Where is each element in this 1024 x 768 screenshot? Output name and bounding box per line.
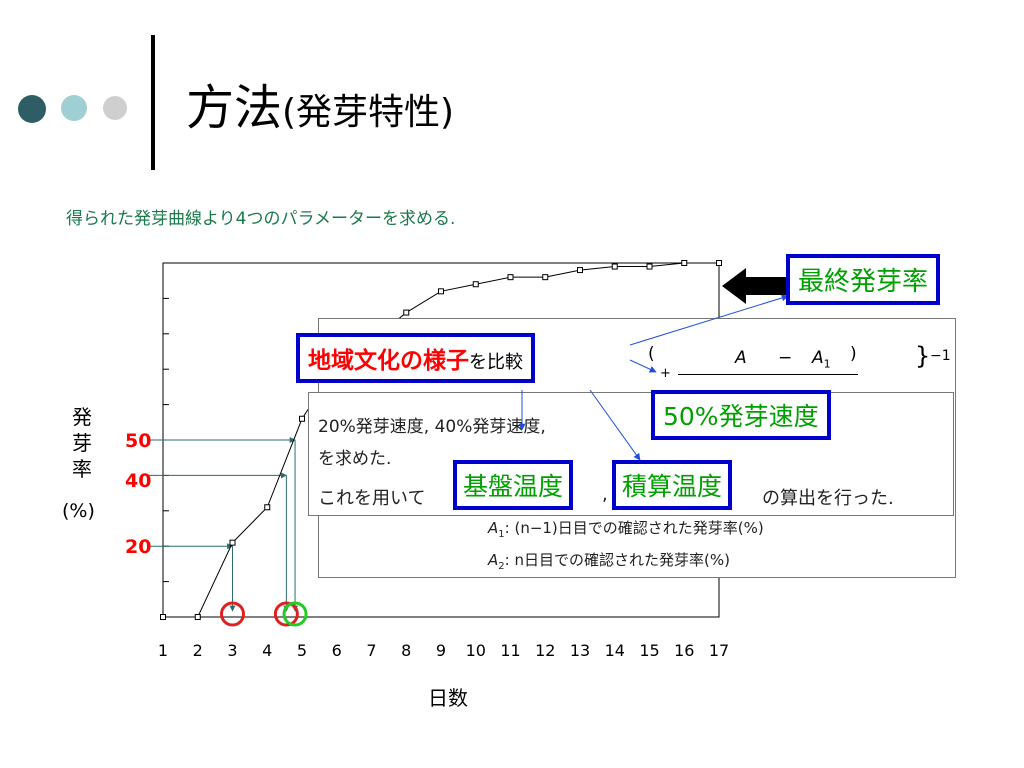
callout-base-temp-text: 基盤温度 (463, 472, 564, 501)
arrow-to-accum-temp (589, 389, 641, 461)
x-tick-label: 13 (569, 641, 591, 660)
y-tick-label-50: 50 (125, 430, 152, 452)
data-point (229, 539, 236, 546)
data-point (577, 267, 583, 274)
formula-A: A (735, 348, 747, 368)
callout-final-rate: 最終発芽率 (786, 254, 941, 305)
formula-exponent: −1 (930, 348, 951, 364)
data-point (194, 614, 201, 620)
bracket-left: ( (648, 344, 655, 364)
x-tick-label: 15 (639, 641, 660, 660)
x-tick-label: 14 (604, 641, 625, 660)
x-tick-label: 11 (500, 641, 521, 660)
data-point (716, 260, 722, 266)
formula-expression: ( A − A1 ) + } −1 (620, 342, 951, 394)
y-label-char-1: 発 (72, 405, 92, 429)
title-divider (151, 35, 155, 170)
day-circle-40 (273, 601, 299, 627)
callout-rate50-text: 50%発芽速度 (663, 402, 819, 431)
x-tick-label: 7 (366, 641, 377, 660)
bracket-right: ) (850, 344, 857, 364)
data-point (472, 281, 479, 288)
y-tick-label-40: 40 (125, 470, 152, 492)
formula-A1: A1 (812, 348, 831, 370)
callout-regional-red: 地域文化の様子 (308, 348, 469, 374)
fraction-bar (678, 374, 858, 375)
y-axis-label: 発 芽 率 (70, 404, 94, 482)
definition-a2: A2: n日目での確認された発芽率(%) (488, 549, 730, 572)
data-point (299, 415, 305, 422)
data-point (542, 274, 549, 281)
def-a2-text: : n日目での確認された発芽率(%) (504, 551, 730, 569)
x-tick-label: 10 (465, 641, 486, 660)
x-tick-label: 17 (708, 641, 730, 660)
callout-base-temp: 基盤温度 (453, 460, 574, 510)
arrow-to-rate50 (629, 359, 657, 373)
data-point (160, 614, 166, 620)
callout-final-rate-text: 最終発芽率 (798, 267, 929, 297)
x-axis-label: 日数 (428, 686, 468, 710)
y-label-char-2: 芽 (72, 431, 92, 455)
data-point (681, 260, 688, 266)
day-circle-20 (220, 601, 245, 627)
formula-A1-sub: 1 (823, 357, 831, 371)
text-line-3-start: これを用いて (318, 488, 426, 509)
x-tick-label: 3 (227, 641, 238, 660)
arrow-to-final-rate (629, 294, 789, 346)
text-line-2: を求めた. (318, 449, 392, 469)
data-point (403, 309, 410, 316)
y-axis-unit: (%) (62, 500, 95, 522)
data-point (507, 274, 514, 281)
x-tick-label: 9 (435, 641, 447, 660)
text-line-1: 20%発芽速度, 40%発芽速度, (318, 417, 546, 437)
brace-right: } (915, 342, 931, 370)
title-main: 方法 (186, 80, 283, 136)
x-tick-label: 16 (674, 641, 695, 660)
y-tick-label-20: 20 (125, 536, 152, 558)
def-a1-text: : (n−1)日目での確認された発芽率(%) (504, 519, 764, 537)
x-tick-label: 6 (331, 641, 342, 660)
data-point (438, 288, 444, 295)
slide-title: 方法(発芽特性) (186, 78, 454, 143)
day-circles (220, 601, 308, 627)
def-a2-sub: 2 (498, 561, 505, 572)
title-paren: (発芽特性) (282, 92, 455, 133)
def-a1-sym: A (488, 519, 499, 537)
x-tick-label: 8 (401, 641, 412, 660)
data-point (611, 263, 618, 270)
title-dot-light (61, 95, 87, 121)
title-dot-dark (18, 95, 46, 123)
def-a1-sub: 1 (498, 529, 505, 540)
formula-plus: + (660, 366, 671, 381)
day-circle-50 (282, 601, 308, 627)
formula-minus: − (778, 348, 793, 368)
x-tick-label: 12 (535, 641, 556, 660)
callout-rate50: 50%発芽速度 (651, 390, 831, 440)
x-tick-label: 1 (157, 641, 169, 660)
data-point (264, 504, 271, 511)
callout-accum-temp: 積算温度 (612, 460, 733, 510)
callout-accum-temp-text: 積算温度 (622, 472, 723, 501)
data-point (646, 263, 653, 270)
def-a2-sym: A (488, 551, 499, 569)
definition-a1: A1: (n−1)日目での確認された発芽率(%) (488, 517, 764, 540)
y-label-char-3: 率 (72, 457, 92, 481)
x-tick-label: 2 (192, 641, 203, 660)
formula-A1-sym: A (812, 348, 824, 368)
callout-regional-black: を比較 (469, 352, 523, 373)
text-line-3-sep: , (602, 484, 608, 505)
x-tick-label: 5 (296, 641, 308, 660)
x-tick-label: 4 (262, 641, 273, 660)
text-line-3-end: の算出を行った. (762, 488, 894, 509)
big-black-arrow (722, 268, 790, 304)
callout-regional: 地域文化の様子を比較 (296, 333, 535, 383)
slide-subtitle: 得られた発芽曲線より4つのパラメーターを求める. (66, 209, 456, 229)
title-dot-gray (103, 96, 127, 120)
level-guides (148, 437, 299, 612)
